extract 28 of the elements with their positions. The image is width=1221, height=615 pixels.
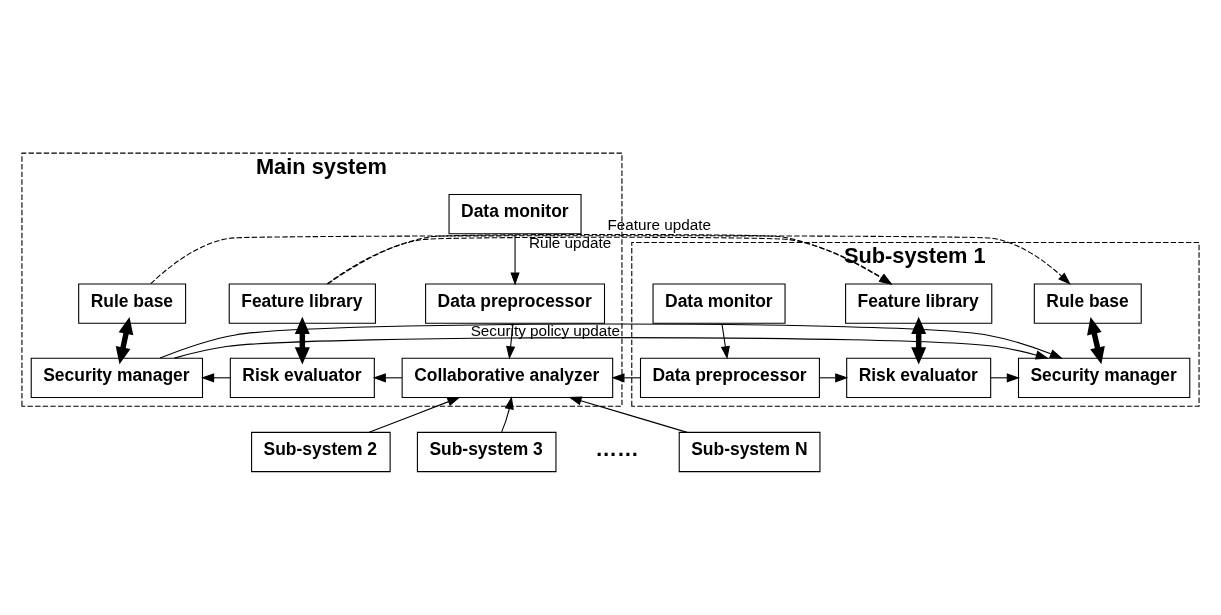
arrow <box>911 316 927 364</box>
node-box: Sub-system N <box>678 431 821 472</box>
node-box: Risk evaluator <box>229 357 375 398</box>
node-box: Sub-system 3 <box>416 431 557 472</box>
edge-label: Rule update <box>528 233 612 251</box>
node-box: Data preprocessor <box>639 357 820 398</box>
arrow <box>510 233 520 286</box>
node-box: Risk evaluator <box>846 357 992 398</box>
node-box: Feature library <box>845 282 993 324</box>
node-box: Collaborative analyzer <box>401 357 614 398</box>
node-box: Data monitor <box>652 282 786 324</box>
node-box: Data monitor <box>448 193 582 234</box>
arrow <box>720 322 730 359</box>
node-box: Rule base <box>1033 282 1142 324</box>
label: …… <box>595 435 639 461</box>
arrow <box>501 395 514 432</box>
node-box: Sub-system 2 <box>251 431 391 472</box>
arrow <box>1087 316 1105 364</box>
arrow <box>568 395 688 433</box>
node-box: Security manager <box>30 357 204 398</box>
node-box: Security manager <box>1017 357 1191 398</box>
node-box: Feature library <box>228 282 376 324</box>
arrow <box>368 396 461 433</box>
node-box: Rule base <box>78 282 187 324</box>
arrow <box>115 316 134 364</box>
edge-label: Feature update <box>607 215 711 233</box>
node-box: Data preprocessor <box>425 282 606 324</box>
arrow <box>294 316 310 364</box>
